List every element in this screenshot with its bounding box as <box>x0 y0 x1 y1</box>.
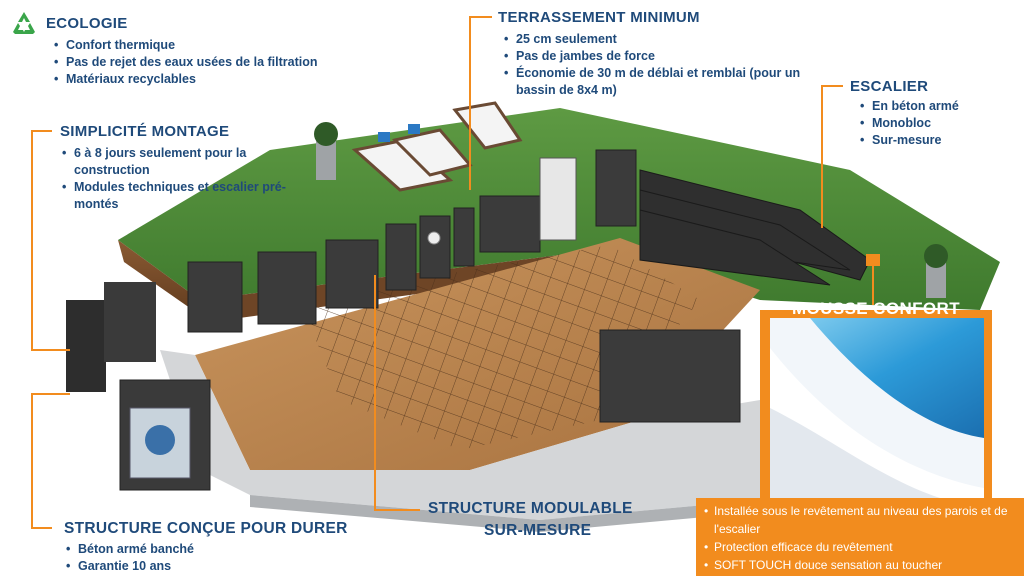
list-item: 25 cm seulement <box>504 31 804 48</box>
potted-plant <box>314 122 948 298</box>
list-item: Pas de rejet des eaux usées de la filtra… <box>54 54 318 71</box>
mousse-title: MOUSSE CONFORT <box>791 299 961 318</box>
mousse-description: Installée sous le revêtement au niveau d… <box>696 498 1024 576</box>
skimmer-inlet <box>427 231 441 245</box>
sun-loungers <box>351 101 523 192</box>
list-item: En béton armé <box>860 98 959 115</box>
simplicite-list: 6 à 8 jours seulement pour la constructi… <box>62 145 292 213</box>
structure-modulable-line2: SUR-MESURE <box>484 522 592 539</box>
list-item: Installée sous le revêtement au niveau d… <box>704 502 1016 538</box>
ecologie-title: ECOLOGIE <box>46 15 128 32</box>
list-item: Sur-mesure <box>860 132 959 149</box>
terrassement-title: TERRASSEMENT MINIMUM <box>498 9 700 26</box>
structure-modulable-line1: STRUCTURE MODULABLE <box>428 500 633 517</box>
simplicite-title: SIMPLICITÉ MONTAGE <box>60 123 230 140</box>
concrete-border-edge <box>250 495 760 532</box>
list-item: Monobloc <box>860 115 959 132</box>
list-item: Économie de 30 m de déblai et remblai (p… <box>504 65 804 99</box>
list-item: 6 à 8 jours seulement pour la constructi… <box>62 145 292 179</box>
list-item: Modules techniques et escalier pré-monté… <box>62 179 292 213</box>
concrete-border <box>160 350 760 520</box>
stair-marker <box>866 254 880 266</box>
technical-module <box>66 282 211 491</box>
list-item: Confort thermique <box>54 37 318 54</box>
ecologie-list: Confort thermique Pas de rejet des eaux … <box>54 37 318 88</box>
escalier-title: ESCALIER <box>850 78 929 95</box>
wall-panels <box>187 149 741 423</box>
escalier-list: En béton armé Monobloc Sur-mesure <box>860 98 959 149</box>
list-item: Garantie 10 ans <box>66 558 194 575</box>
soil-edge <box>118 240 210 322</box>
list-item: Matériaux recyclables <box>54 71 318 88</box>
stair-block <box>639 169 871 286</box>
list-item: Protection efficace du revêtement <box>704 538 1016 556</box>
terrassement-list: 25 cm seulement Pas de jambes de force É… <box>504 31 804 99</box>
recycle-icon <box>13 12 35 34</box>
list-item: Béton armé banché <box>66 541 194 558</box>
structure-durer-list: Béton armé banché Garantie 10 ans <box>66 541 194 575</box>
leader-lines <box>31 16 874 529</box>
skimmer-module <box>539 157 577 241</box>
structure-durer-title: STRUCTURE CONÇUE POUR DURER <box>64 520 348 537</box>
list-item: SOFT TOUCH douce sensation au toucher <box>704 556 1016 574</box>
list-item: Pas de jambes de force <box>504 48 804 65</box>
foam-layer-image <box>770 318 984 498</box>
